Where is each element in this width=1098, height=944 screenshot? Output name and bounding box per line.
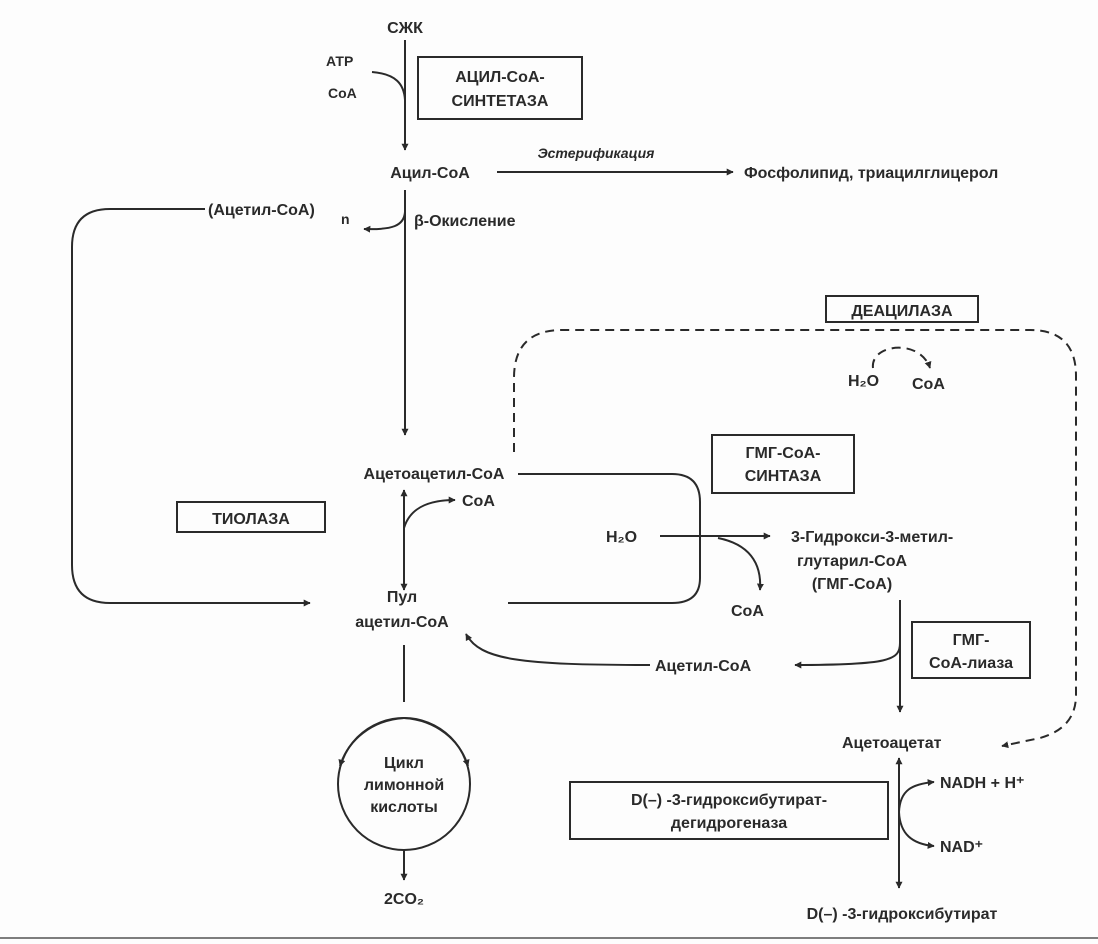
acyl-coa-label: Ацил-СоА bbox=[390, 165, 470, 182]
coa-deacylase-label: СоА bbox=[912, 376, 945, 393]
pool-line2: ацетил-СоА bbox=[355, 614, 449, 631]
thiolase-label: ТИОЛАЗА bbox=[212, 511, 290, 528]
hmg-coa-line2: глутарил-СоА bbox=[797, 553, 907, 570]
hmg-coa-lyase-line1: ГМГ- bbox=[953, 632, 990, 649]
cycle-arrow-right bbox=[403, 717, 470, 767]
nad-label: NAD⁺ bbox=[940, 839, 983, 856]
hmg-coa-synthase-line2: СИНТАЗА bbox=[745, 468, 822, 485]
acyl-coa-synthetase-box bbox=[417, 56, 583, 120]
hydroxybutyrate-label: D(–) -3-гидроксибутират bbox=[807, 906, 998, 923]
nadh-label: NADH + H⁺ bbox=[940, 775, 1024, 792]
cycle-line1: Цикл bbox=[384, 755, 424, 772]
esterification-label: Эстерификация bbox=[538, 145, 655, 161]
water-deacylase-label: H₂O bbox=[848, 373, 879, 390]
cycle-line2: лимонной bbox=[364, 777, 444, 794]
pool-line1: Пул bbox=[387, 589, 417, 606]
coa-thiolase-label: СоА bbox=[462, 493, 495, 510]
acetyl-coa-n-subscript: n bbox=[341, 211, 350, 227]
hydroxybutyrate-dehydrogenase-box bbox=[569, 781, 889, 840]
cycle-line3: кислоты bbox=[370, 799, 438, 816]
hmg-coa-synthase-line1: ГМГ-СоА- bbox=[745, 445, 820, 462]
hmg-synthase-coa-release bbox=[717, 537, 764, 591]
coa-top-label: СоА bbox=[328, 85, 357, 101]
hmg-coa-line3: (ГМГ-СоА) bbox=[812, 576, 892, 593]
hmg-coa-lyase-line2: СоА-лиаза bbox=[929, 655, 1013, 672]
acetyl-coa-n-to-pool-loop bbox=[71, 208, 311, 607]
atp-coa-entry-curve bbox=[371, 71, 406, 101]
phospholipid-label: Фосфолипид, триацилглицерол bbox=[744, 165, 998, 182]
cycle-arrow-left bbox=[338, 717, 405, 767]
acetoacetate-label: Ацетоацетат bbox=[842, 735, 942, 752]
co2-label: 2CO₂ bbox=[384, 891, 424, 908]
deacylase-label: ДЕАЦИЛАЗА bbox=[851, 303, 953, 320]
ffa-label: СЖК bbox=[387, 20, 423, 37]
acetyl-coa-n-branch bbox=[363, 211, 406, 233]
acetoacetyl-coa-label: Ацетоацетил-СоА bbox=[364, 466, 505, 483]
deacylase-water-coa-curve bbox=[871, 346, 932, 369]
nad-arrow bbox=[898, 811, 935, 849]
acyl-coa-synthetase-line1: АЦИЛ-СоА- bbox=[455, 69, 545, 86]
hmg-coa-synthase-box bbox=[711, 434, 855, 494]
acetyl-coa-n-label: (Ацетил-СоА) bbox=[208, 202, 315, 219]
water-hmg-label: H₂O bbox=[606, 529, 637, 546]
atp-label: АТР bbox=[326, 53, 353, 69]
dehydrogenase-line2: дегидрогеназа bbox=[671, 815, 787, 832]
hmg-coa-line1: 3-Гидрокси-3-метил- bbox=[791, 529, 953, 546]
acetyl-coa-lyase-label: Ацетил-СоА bbox=[655, 658, 752, 675]
hmg-synthase-joining-curve bbox=[508, 473, 701, 604]
thiolase-coa-release bbox=[403, 496, 456, 529]
acetyl-coa-to-pool-arrow bbox=[465, 633, 651, 666]
hmg-coa-lyase-box bbox=[911, 621, 1031, 679]
nadh-arrow bbox=[898, 779, 935, 813]
deacylase-dashed-route bbox=[513, 329, 1077, 749]
beta-oxidation-label: β-Окисление bbox=[414, 213, 516, 230]
thiolase-box bbox=[176, 501, 326, 533]
lyase-acetyl-coa-release bbox=[794, 642, 901, 669]
deacylase-box bbox=[825, 295, 979, 323]
coa-hmg-label: СоА bbox=[731, 603, 764, 620]
acyl-coa-synthetase-line2: СИНТЕТАЗА bbox=[452, 93, 549, 110]
dehydrogenase-line1: D(–) -3-гидроксибутират- bbox=[631, 792, 827, 809]
